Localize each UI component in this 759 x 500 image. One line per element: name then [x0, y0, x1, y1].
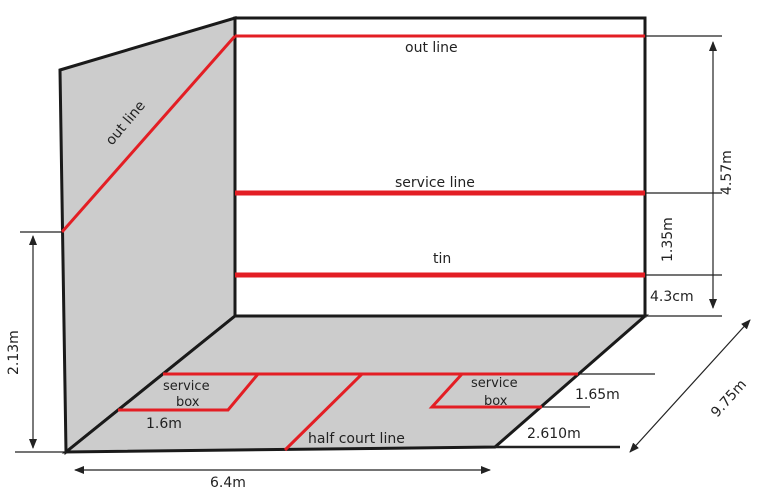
service-box-right-label-2: box — [484, 394, 508, 409]
service-box-left — [118, 373, 260, 412]
service-box-right-label: service — [471, 376, 518, 391]
service-box-depth-label: 1.65m — [575, 387, 620, 403]
half-court-line — [283, 372, 364, 452]
court-length-label: 9.75m — [708, 377, 750, 421]
court-length-arrow — [629, 319, 751, 453]
front-wall-height-label: 4.57m — [719, 150, 735, 195]
service-box-left-label-2: box — [176, 395, 200, 410]
court-width-label: 6.4m — [210, 475, 246, 491]
service-box-width-label: 1.6m — [146, 416, 182, 432]
service-box-left-label: service — [163, 379, 210, 394]
front-out-line-label: out line — [405, 40, 458, 56]
tin-label: tin — [433, 251, 451, 267]
service-line-height-label: 1.35m — [660, 217, 676, 262]
back-wall-height-label: 2.13m — [6, 330, 22, 375]
service-box-right — [428, 372, 542, 409]
tin-height-label: 4.3cm — [650, 289, 694, 305]
side-out-line — [60, 35, 237, 233]
service-line-label: service line — [395, 175, 475, 191]
half-court-line-label: half court line — [308, 431, 405, 447]
short-line-to-back-label: 2.610m — [527, 426, 581, 442]
front-wall — [233, 16, 647, 318]
